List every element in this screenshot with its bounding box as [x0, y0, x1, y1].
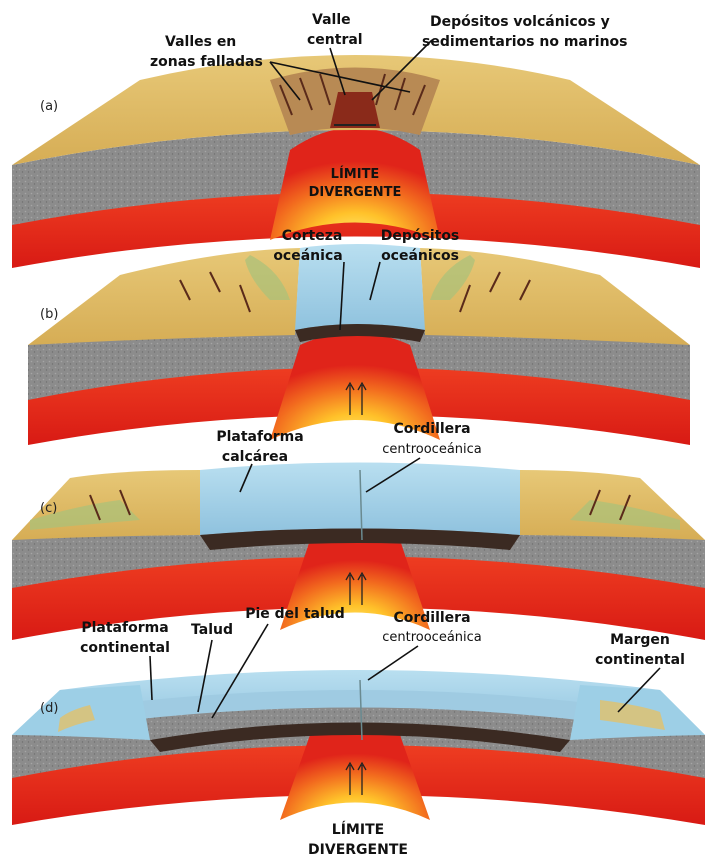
label-centrooceanica-c: centrooceánica	[382, 442, 482, 457]
label-limite-a: LÍMITE	[331, 166, 380, 182]
panel-d-tag: (d)	[40, 701, 58, 716]
label-sedimentarios: sedimentarios no marinos	[422, 34, 627, 50]
label-calcarea: calcárea	[222, 449, 288, 465]
panel-b: (b) Corteza oceánica Depósitos oceánicos	[28, 228, 690, 445]
label-valle: Valle	[312, 12, 351, 28]
label-limite-bottom: LÍMITE	[332, 821, 384, 838]
label-zonas-falladas: zonas falladas	[150, 54, 263, 70]
label-talud: Talud	[191, 622, 233, 638]
label-continental-d: continental	[80, 640, 170, 656]
label-central: central	[307, 32, 363, 48]
label-valles-en: Valles en	[165, 34, 236, 50]
label-divergente-a: DIVERGENTE	[309, 185, 402, 200]
panel-c-tag: (c)	[40, 501, 57, 516]
label-depositos: Depósitos	[381, 228, 460, 244]
label-plataforma-c: Plataforma	[216, 429, 303, 445]
label-continental-margen: continental	[595, 652, 685, 668]
label-divergente-bottom: DIVERGENTE	[308, 842, 408, 858]
label-cordillera-d: Cordillera	[393, 610, 470, 626]
label-pie-del-talud: Pie del talud	[245, 606, 345, 622]
label-margen: Margen	[610, 632, 670, 648]
panel-b-tag: (b)	[40, 307, 58, 322]
label-oceanicos: oceánicos	[381, 248, 459, 264]
panel-a-tag: (a)	[40, 99, 58, 114]
label-depositos-volcanicos: Depósitos volcánicos y	[430, 14, 610, 30]
label-cordillera-c: Cordillera	[393, 421, 470, 437]
label-oceanica: oceánica	[273, 248, 342, 264]
panel-c: (c) Plataforma calcárea Cordillera centr…	[12, 421, 705, 640]
panel-a: (a) Valles en zonas falladas Valle centr…	[12, 12, 700, 268]
label-plataforma-d: Plataforma	[81, 620, 168, 636]
label-centrooceanica-d: centrooceánica	[382, 630, 482, 645]
panel-d: (d) Plataforma continental Talud Pie del…	[12, 606, 705, 858]
label-corteza: Corteza	[282, 228, 343, 244]
